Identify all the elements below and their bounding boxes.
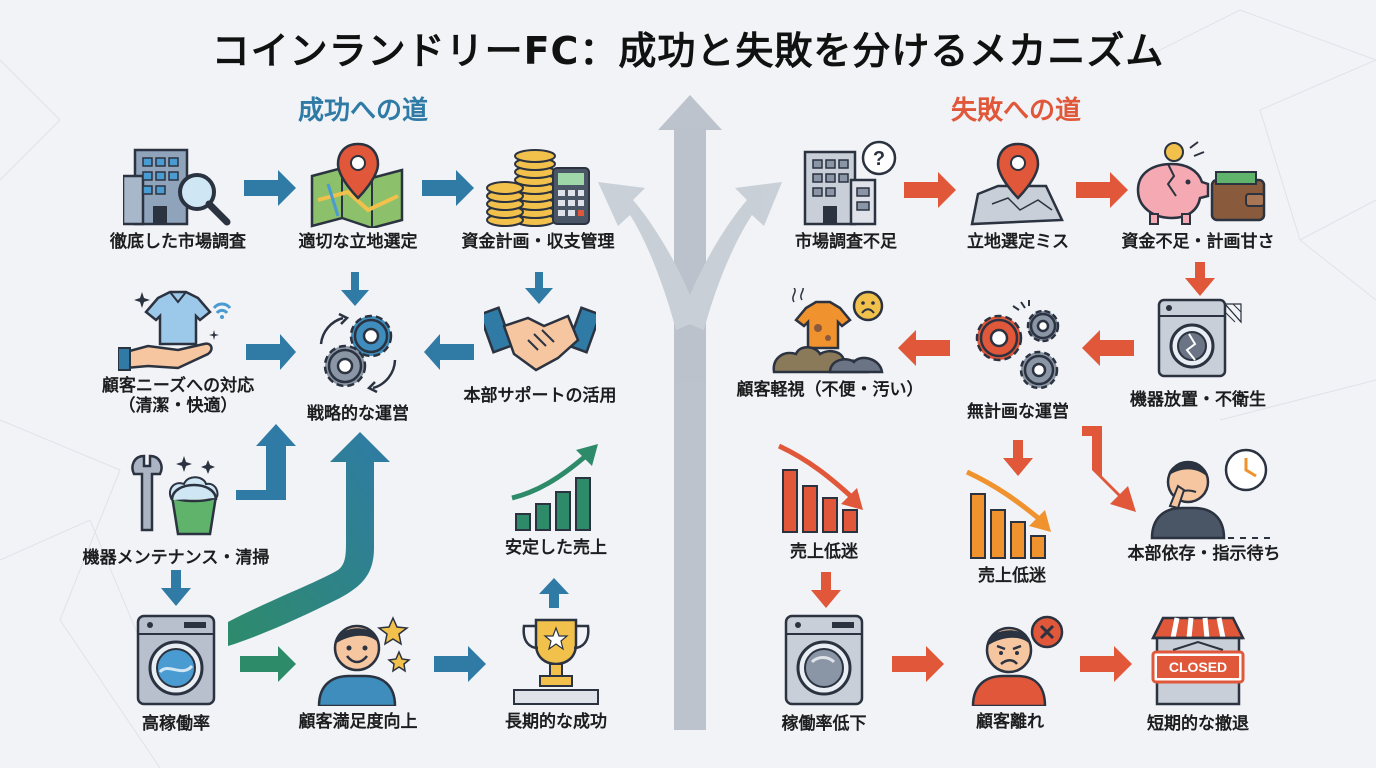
label-customer-needs: 顧客ニーズへの対応 <box>101 376 255 396</box>
success-heading: 成功への道 <box>297 96 428 126</box>
label-hq-support: 本部サポートの活用 <box>463 386 617 406</box>
node-neglect-machines: 機器放置・不衛生 <box>1098 298 1298 410</box>
failure-heading: 失敗への道 <box>950 96 1081 126</box>
node-customer-leave: 顧客離れ <box>910 614 1110 732</box>
label-no-funds: 資金不足・計画甘さ <box>1121 232 1275 252</box>
node-finance: 資金計画・収支管理 <box>438 140 638 252</box>
declining-chart-icon <box>777 443 863 533</box>
node-strategy: 戦略的な運営 <box>258 304 458 424</box>
label-location: 適切な立地選定 <box>298 232 418 252</box>
node-location: 適切な立地選定 <box>258 140 458 252</box>
label-low-utilization: 稼働率低下 <box>781 714 867 734</box>
coins-calculator-icon <box>486 149 590 227</box>
road-arrows <box>598 95 782 730</box>
node-short-withdraw: CLOSED 短期的な撤退 <box>1098 612 1298 734</box>
svg-text:?: ? <box>873 148 885 170</box>
shirt-hand-icon <box>118 290 232 371</box>
closed-sign-text: CLOSED <box>1168 659 1228 675</box>
node-sales-drop-left: 売上低迷 <box>724 440 924 562</box>
node-low-utilization: 稼働率低下 <box>724 612 924 734</box>
node-maintenance: 機器メンテナンス・清掃 <box>76 450 276 568</box>
gears-warning-icon <box>975 300 1060 390</box>
node-bad-location: 立地選定ミス <box>918 140 1118 252</box>
node-long-term: 長期的な成功 <box>456 614 656 732</box>
cracked-map-icon <box>970 142 1064 226</box>
label-market-research: 徹底した市場調査 <box>110 232 246 252</box>
washing-machine-icon <box>784 614 864 706</box>
declining-chart-icon <box>965 469 1051 559</box>
closed-shop-graphic <box>1150 616 1246 706</box>
node-hq-support: 本部サポートの活用 <box>440 296 640 406</box>
broken-machine-icon <box>1157 298 1242 378</box>
building-question-icon: ? <box>803 140 897 226</box>
page-title: コインランドリーFC：成功と失敗を分けるメカニズム <box>211 29 1165 73</box>
label-high-utilization: 高稼働率 <box>142 714 210 734</box>
happy-customer-icon <box>317 616 411 706</box>
dirty-laundry-icon <box>772 288 884 374</box>
node-neglect-customer: 顧客軽視（不便・汚い） <box>730 288 930 400</box>
node-unplanned: 無計画な運営 <box>918 298 1118 422</box>
trophy-icon <box>513 618 599 705</box>
handshake-icon <box>484 306 596 372</box>
node-market-research: 徹底した市場調査 <box>78 140 278 252</box>
label-unplanned: 無計画な運営 <box>967 402 1069 422</box>
label-customer-leave: 顧客離れ <box>976 712 1044 732</box>
node-no-funds: 資金不足・計画甘さ <box>1098 140 1298 252</box>
node-sales-drop-mid: 売上低迷 <box>912 466 1112 586</box>
wrench-bucket-icon <box>131 454 219 536</box>
node-stable-sales: 安定した売上 <box>456 440 656 558</box>
building-magnifier-icon <box>123 148 231 226</box>
label-customer-needs-sub: （清潔・快適） <box>118 396 238 416</box>
broken-piggybank-wallet-icon <box>1136 141 1266 225</box>
label-no-research: 市場調査不足 <box>795 232 897 252</box>
label-bad-location: 立地選定ミス <box>967 232 1069 252</box>
label-neglect-customer: 顧客軽視（不便・汚い） <box>736 380 924 400</box>
angry-customer-icon <box>971 615 1064 706</box>
node-high-utilization: 高稼働率 <box>76 612 276 734</box>
label-finance: 資金計画・収支管理 <box>461 232 615 252</box>
success-arrows <box>161 170 569 682</box>
growth-chart-icon <box>511 444 598 531</box>
failure-arrows <box>811 172 1215 682</box>
label-satisfaction: 顧客満足度向上 <box>298 712 418 732</box>
node-satisfaction: 顧客満足度向上 <box>258 614 458 732</box>
gears-icon <box>319 312 397 394</box>
node-no-research: ? 市場調査不足 <box>746 140 946 252</box>
label-stable-sales: 安定した売上 <box>505 538 607 558</box>
map-pin-icon <box>310 142 404 228</box>
label-short-withdraw: 短期的な撤退 <box>1147 714 1249 734</box>
label-hq-dependence: 本部依存・指示待ち <box>1127 544 1281 564</box>
washing-machine-icon <box>136 614 216 706</box>
worried-person-clock-icon <box>1150 448 1272 540</box>
label-sales-drop-left: 売上低迷 <box>790 542 858 562</box>
node-customer-needs: 顧客ニーズへの対応 （清潔・快適） <box>78 288 278 416</box>
node-hq-dependence: 本部依存・指示待ち <box>1104 446 1304 564</box>
label-neglect-machines: 機器放置・不衛生 <box>1130 390 1266 410</box>
label-long-term: 長期的な成功 <box>505 712 607 732</box>
label-maintenance: 機器メンテナンス・清掃 <box>82 548 270 568</box>
label-strategy: 戦略的な運営 <box>307 404 409 424</box>
label-sales-drop-mid: 売上低迷 <box>978 566 1046 586</box>
closed-shop-icon: CLOSED <box>1143 612 1253 708</box>
